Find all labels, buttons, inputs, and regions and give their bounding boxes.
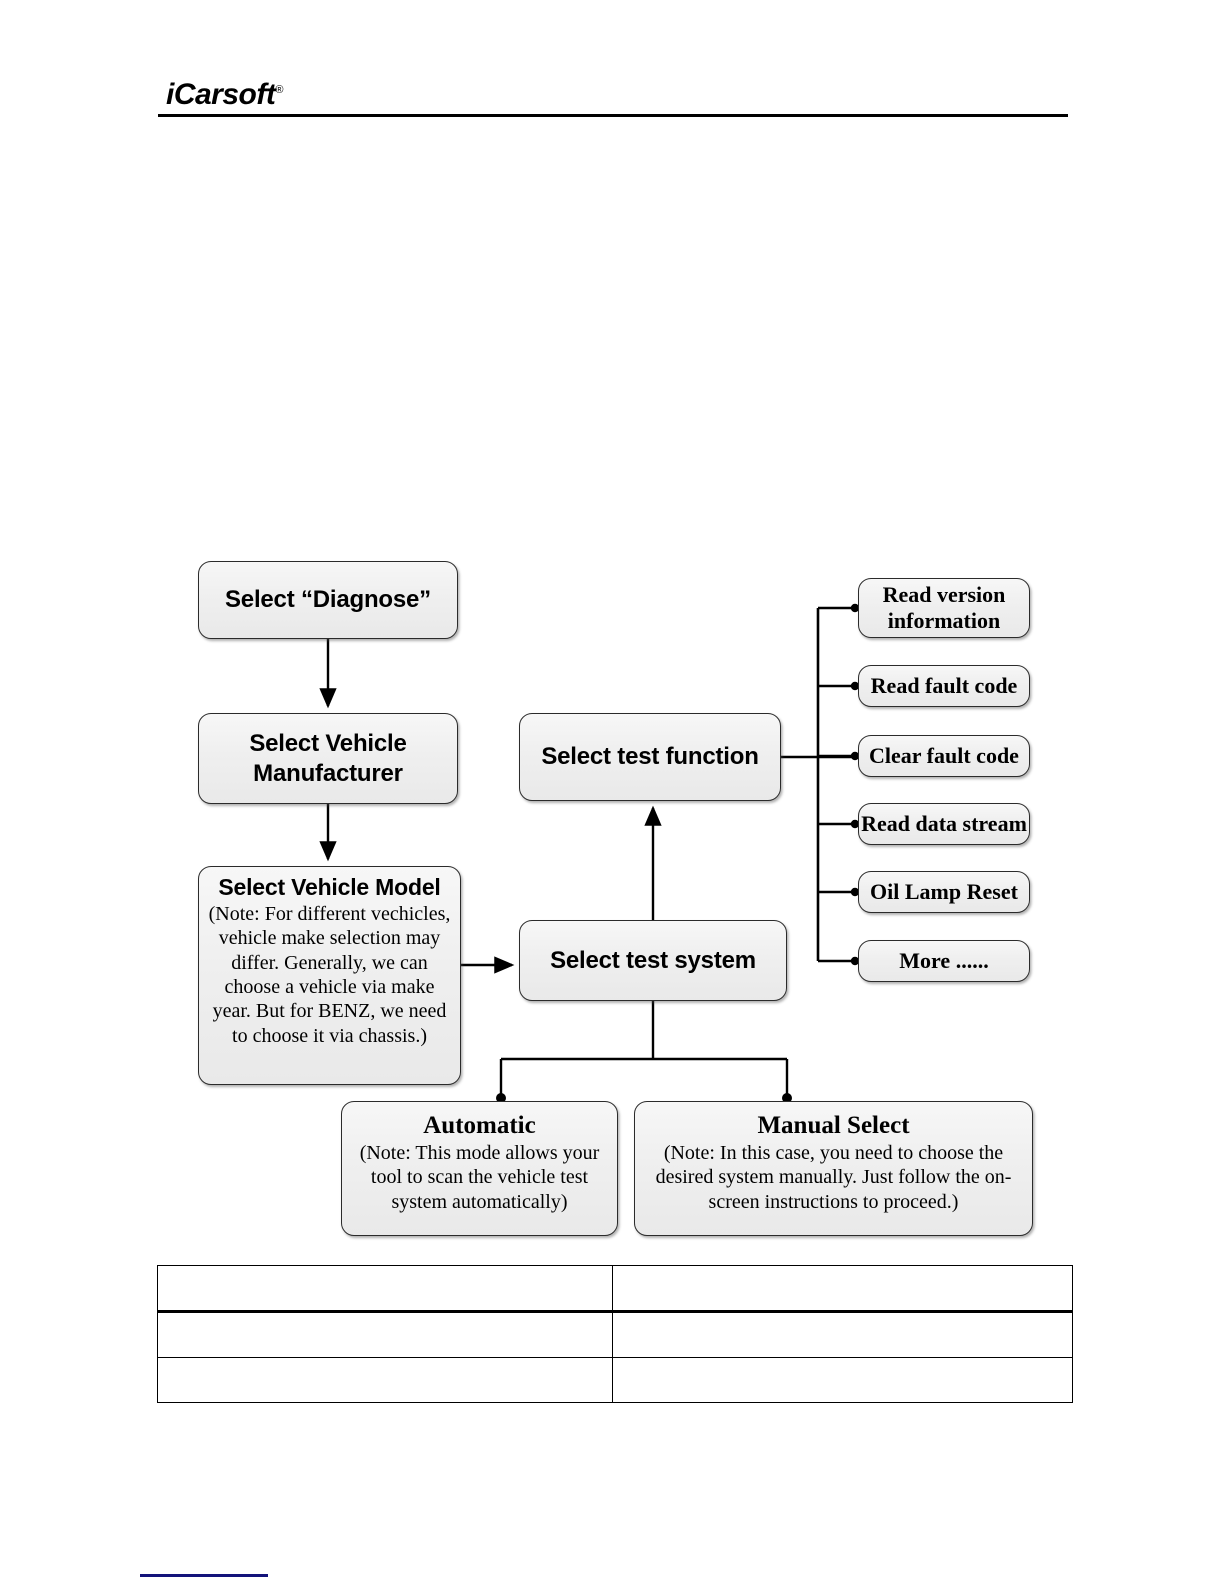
table-cell [157, 1265, 613, 1313]
table-cell [157, 1357, 613, 1403]
connector-dot-manual-select [782, 1093, 792, 1103]
table-cell [612, 1311, 1073, 1358]
flow-node-select-vehicle-manufacturer[interactable]: Select Vehicle Manufacturer [198, 713, 458, 804]
flow-node-automatic[interactable]: Automatic (Note: This mode allows your t… [341, 1101, 618, 1236]
brand-logo-text: iCarsoft [166, 78, 276, 111]
table-cell [157, 1311, 613, 1358]
flow-node-read-data-stream[interactable]: Read data stream [858, 803, 1030, 845]
table-row [157, 1311, 1073, 1358]
flow-node-label: Select Vehicle Model [218, 874, 441, 900]
brand-logo: iCarsoft® [166, 78, 283, 112]
table-cell [612, 1265, 1073, 1313]
flow-node-note: (Note: For different vechicles, vehicle … [208, 902, 451, 1047]
connector-dot-clear-fault [850, 751, 860, 761]
flow-node-label: Select test system [550, 946, 756, 974]
flow-node-select-vehicle-model[interactable]: Select Vehicle Model (Note: For differen… [198, 866, 461, 1085]
table-cell [612, 1357, 1073, 1403]
connector-dot-read-version [850, 603, 860, 613]
flow-node-clear-fault-code[interactable]: Clear fault code [858, 735, 1030, 777]
connector-dot-automatic [496, 1093, 506, 1103]
bottom-table [157, 1265, 1073, 1403]
flow-node-note: (Note: In this case, you need to choose … [655, 1141, 1012, 1213]
header-divider [158, 114, 1068, 117]
table-row [157, 1357, 1073, 1403]
flow-node-label: Read fault code [870, 673, 1018, 699]
flow-node-label: Oil Lamp Reset [870, 879, 1018, 905]
connector-dot-more [850, 956, 860, 966]
flow-node-read-fault-code[interactable]: Read fault code [858, 665, 1030, 707]
flow-node-label: Read data stream [861, 811, 1027, 837]
flow-node-select-diagnose[interactable]: Select “Diagnose” [198, 561, 458, 639]
flow-node-label: Manual Select [757, 1112, 910, 1139]
flow-node-label: Select test function [541, 743, 759, 770]
flow-node-oil-lamp-reset[interactable]: Oil Lamp Reset [858, 871, 1030, 913]
connector-dot-read-fault [850, 681, 860, 691]
flow-node-read-version-information[interactable]: Read version information [858, 578, 1030, 638]
flow-node-label: More ...... [899, 948, 989, 974]
flow-node-select-test-function[interactable]: Select test function [519, 713, 781, 801]
connector-dot-read-data [850, 819, 860, 829]
connector-dot-oil-lamp [850, 887, 860, 897]
flow-node-select-test-system[interactable]: Select test system [519, 920, 787, 1001]
flow-node-label: Select “Diagnose” [224, 586, 431, 613]
footnote-divider [140, 1574, 268, 1577]
flow-node-more[interactable]: More ...... [858, 940, 1030, 982]
flow-node-manual-select[interactable]: Manual Select (Note: In this case, you n… [634, 1101, 1033, 1236]
table-row [157, 1265, 1073, 1313]
flow-node-note: (Note: This mode allows your tool to sca… [359, 1141, 600, 1213]
registered-trademark-icon: ® [275, 84, 283, 96]
flow-node-label: Select Vehicle Manufacturer [249, 729, 407, 787]
flow-node-label: Automatic [423, 1112, 536, 1139]
flow-node-label: Clear fault code [869, 743, 1019, 769]
flow-node-label: Read version information [882, 582, 1006, 633]
